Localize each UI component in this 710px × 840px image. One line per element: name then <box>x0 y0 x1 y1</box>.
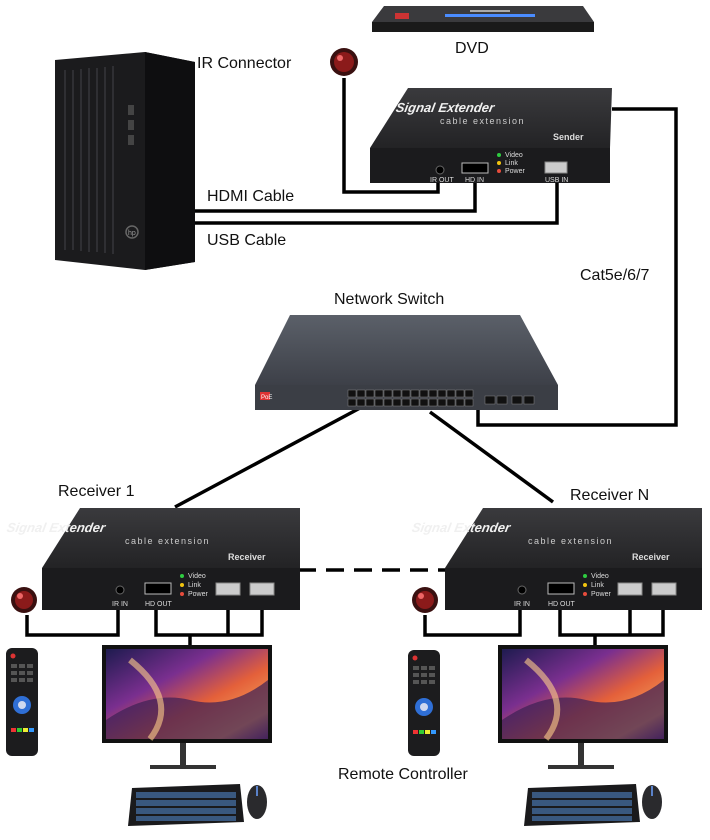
ir-connector-receiver-1 <box>11 587 37 613</box>
sender-port-ir-out: IR OUT <box>430 177 454 184</box>
sender-extender: Signal Extender cable extension Sender V… <box>370 88 612 184</box>
ir-cable-sender <box>342 78 440 194</box>
sender-led-link: Link <box>505 160 518 167</box>
receiver-1-label: Receiver 1 <box>58 483 135 500</box>
receiver-n-led-link: Link <box>591 582 604 589</box>
pc-tower: hp <box>55 52 195 270</box>
keyboard-n <box>524 784 640 826</box>
sender-role: Sender <box>553 132 584 142</box>
receiver-1-led-video: Video <box>188 573 206 580</box>
network-switch: PoE <box>255 315 558 410</box>
svg-text:hp: hp <box>128 230 136 237</box>
svg-text:PoE: PoE <box>261 395 272 401</box>
cables <box>25 78 678 648</box>
rn-ir-cable <box>423 608 522 637</box>
receiver-1-port-ir-in: IR IN <box>112 601 128 608</box>
ir-connector-receiver-n <box>412 587 438 613</box>
hdmi-cable <box>195 181 477 213</box>
cat-cable-label: Cat5e/6/7 <box>580 267 650 284</box>
monitor-n <box>498 645 668 769</box>
usb-cable <box>195 181 559 225</box>
poe-logo <box>260 392 270 400</box>
sender-led-power: Power <box>505 168 526 175</box>
receiver-n-port-ir-in: IR IN <box>514 601 530 608</box>
receiver-1-title: Signal Extender <box>6 520 108 535</box>
mouse-n <box>642 785 662 819</box>
mouse-1 <box>247 785 267 819</box>
ir-connector-sender <box>330 48 358 76</box>
receiver-n-led-power: Power <box>591 591 612 598</box>
r1-ir-cable <box>25 608 120 637</box>
ir-connector-label: IR Connector <box>197 55 292 72</box>
sender-title: Signal Extender <box>395 100 497 115</box>
receiver-1-extender: Signal Extender cable extension Receiver… <box>6 508 300 610</box>
rn-hdmi-cable <box>558 608 665 637</box>
switch-to-receiver-1 <box>174 406 361 509</box>
r1-hdmi-cable <box>154 608 264 637</box>
sender-led-video: Video <box>505 152 523 159</box>
receiver-n-led-video: Video <box>591 573 609 580</box>
receiver-n-title: Signal Extender <box>411 520 513 535</box>
sender-port-hd-in: HD IN <box>465 177 484 184</box>
dvd-label: DVD <box>455 40 489 57</box>
receiver-n-subtitle: cable extension <box>528 536 613 546</box>
receiver-1-led-power: Power <box>188 591 209 598</box>
sender-port-usb-in: USB IN <box>545 177 568 184</box>
receiver-1-port-hd-out: HD OUT <box>145 601 173 608</box>
remote-controller-1 <box>6 648 38 756</box>
usb-cable-label: USB Cable <box>207 232 287 249</box>
receiver-n-port-hd-out: HD OUT <box>548 601 576 608</box>
switch-ports <box>347 389 535 407</box>
hdmi-cable-label: HDMI Cable <box>207 188 295 205</box>
keyboard-1 <box>128 784 244 826</box>
monitor-1 <box>102 645 272 769</box>
remote-controller-label: Remote Controller <box>338 766 468 783</box>
receiver-1-role: Receiver <box>228 552 266 562</box>
switch-to-receiver-n <box>428 410 555 504</box>
dvd-player <box>372 6 594 32</box>
receiver-n-label: Receiver N <box>570 487 650 504</box>
receiver-1-led-link: Link <box>188 582 201 589</box>
cat-cable <box>476 107 678 427</box>
receiver-n-extender: Signal Extender cable extension Receiver… <box>411 508 702 610</box>
sender-subtitle: cable extension <box>440 116 525 126</box>
receiver-n-role: Receiver <box>632 552 670 562</box>
network-switch-label: Network Switch <box>334 291 445 308</box>
receiver-1-subtitle: cable extension <box>125 536 210 546</box>
remote-controller-n <box>408 650 440 756</box>
